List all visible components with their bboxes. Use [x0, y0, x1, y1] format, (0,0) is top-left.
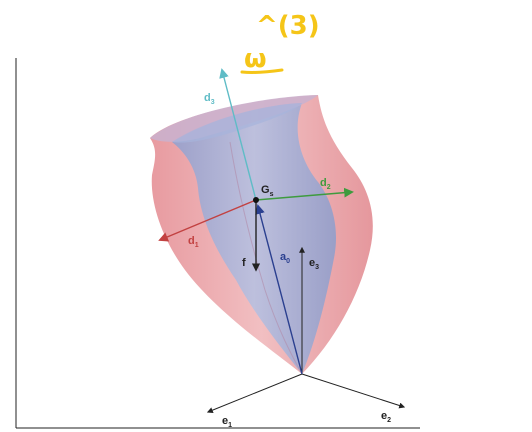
e2-axis	[301, 373, 406, 409]
label-d2: d2	[320, 177, 331, 191]
label-f: f	[242, 257, 246, 269]
handwritten-annotation-base: ω	[244, 44, 267, 74]
handwritten-annotation-superscript: ^(3)	[256, 11, 320, 41]
label-d3: d3	[204, 92, 215, 106]
d2-axis	[255, 187, 354, 201]
label-e2: e2	[381, 410, 391, 424]
inner-surface	[172, 103, 337, 374]
d3-axis	[219, 68, 257, 201]
shell-edge	[229, 141, 303, 375]
e1-axis	[206, 373, 303, 413]
handwritten-underline	[240, 68, 284, 74]
label-d1: d1	[188, 235, 199, 249]
rim-inner	[172, 103, 302, 143]
label-e3: e3	[309, 257, 319, 271]
label-Gs: Gs	[261, 184, 274, 198]
center-of-mass-point	[253, 197, 259, 203]
d1-axis	[158, 199, 257, 242]
label-e1: e1	[222, 415, 232, 429]
a0-vector	[255, 204, 303, 375]
label-a0: a0	[280, 251, 290, 265]
